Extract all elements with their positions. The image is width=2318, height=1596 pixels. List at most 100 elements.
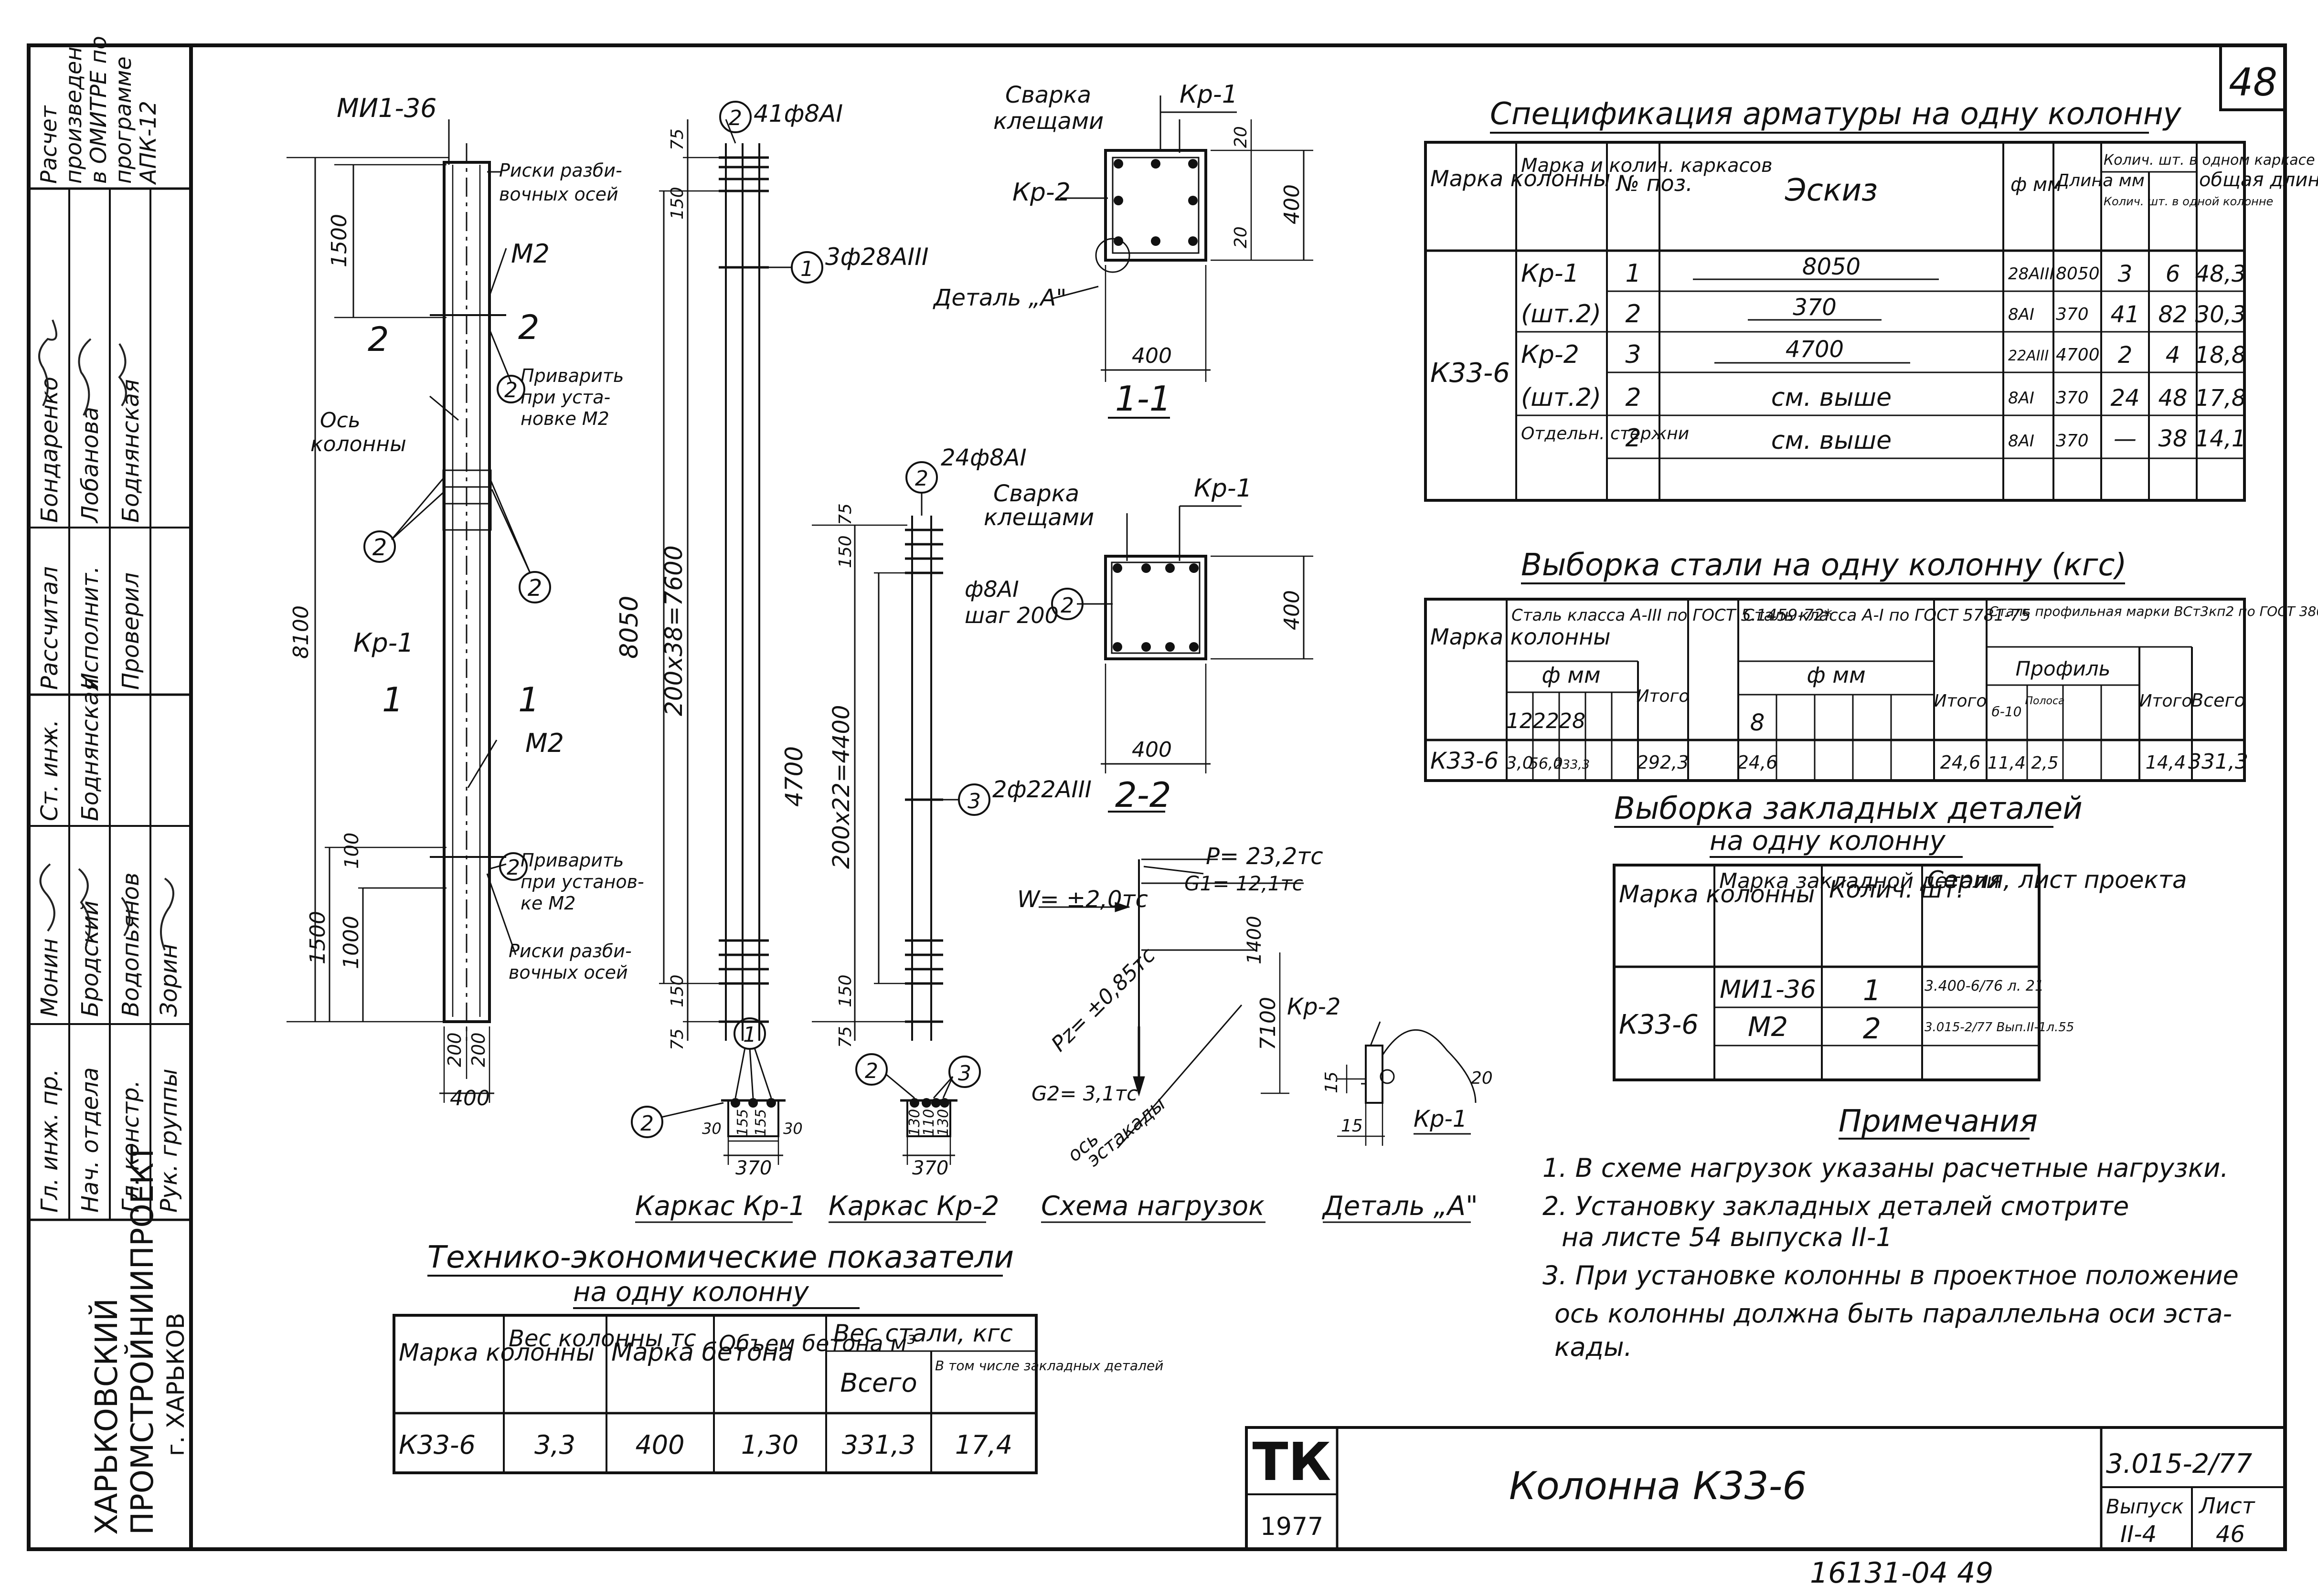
svg-text:24,6: 24,6: [1940, 752, 1981, 773]
svg-text:Длина мм: Длина мм: [2055, 171, 2145, 190]
svg-text:Марка бетона: Марка бетона: [611, 1338, 794, 1367]
svg-text:1400: 1400: [1244, 916, 1265, 964]
svg-text:Деталь „А": Деталь „А": [1321, 1191, 1478, 1222]
svg-text:на одну колонну: на одну колонну: [573, 1277, 809, 1308]
svg-text:155: 155: [734, 1109, 751, 1136]
svg-text:200: 200: [468, 1032, 489, 1067]
svg-text:М2: М2: [511, 239, 550, 269]
svg-text:Бродский: Бродский: [77, 900, 104, 1017]
svg-text:2: 2: [504, 378, 518, 402]
svg-text:Приварить: Приварить: [521, 365, 624, 386]
svg-text:150: 150: [668, 974, 687, 1007]
svg-text:100: 100: [341, 833, 363, 869]
svg-text:Серия, лист проекта: Серия, лист проекта: [1927, 866, 2187, 894]
svg-text:Всего: Всего: [2191, 690, 2245, 711]
svg-text:20: 20: [1231, 226, 1251, 248]
svg-text:4700: 4700: [2056, 345, 2100, 365]
svg-text:ось колонны должна быть паралл: ось колонны должна быть параллельна оси …: [1554, 1299, 2232, 1329]
signature-block-chief: Гл. инж. пр. Монин Нач. отдела Бродский …: [36, 677, 182, 1213]
archive-stamp: 16131-04 49: [1810, 1556, 1993, 1590]
svg-text:8АI: 8АI: [2008, 432, 2034, 451]
svg-text:8АI: 8АI: [2008, 389, 2034, 408]
svg-text:370: 370: [912, 1157, 948, 1179]
svg-text:Бондаренко: Бондаренко: [36, 377, 63, 523]
svg-text:—: —: [2114, 425, 2137, 452]
calculation-note: Расчет произведен в ОМИТРЕ по программе …: [36, 36, 161, 185]
svg-text:2: 2: [640, 1111, 654, 1136]
svg-text:30,3: 30,3: [2195, 301, 2246, 328]
svg-text:клещами: клещами: [984, 504, 1094, 531]
svg-text:Ст. инж.: Ст. инж.: [36, 719, 63, 821]
svg-text:МИ1-36: МИ1-36: [337, 93, 437, 123]
svg-text:400: 400: [1280, 590, 1304, 630]
svg-text:(шт.2): (шт.2): [1521, 383, 1601, 412]
svg-text:ф8АI: ф8АI: [965, 576, 1019, 602]
svg-text:Лист: Лист: [2198, 1493, 2255, 1519]
svg-text:1-1: 1-1: [1115, 379, 1171, 419]
svg-text:Кр-2: Кр-2: [1287, 994, 1340, 1020]
svg-text:4700: 4700: [780, 746, 808, 807]
svg-text:Кр-1: Кр-1: [1521, 259, 1579, 288]
svg-text:Рук. группы: Рук. группы: [156, 1068, 182, 1213]
svg-text:110: 110: [921, 1109, 937, 1136]
callout-bubbles-column: 2 2 2 2: [363, 375, 551, 881]
svg-text:48,3: 48,3: [2195, 261, 2246, 287]
svg-text:Боднянская: Боднянская: [117, 379, 144, 523]
svg-text:Марка колонны: Марка колонны: [1430, 166, 1611, 191]
svg-text:Колич. шт. в одном каркасе: Колич. шт. в одном каркасе: [2104, 152, 2315, 169]
svg-text:2: 2: [1061, 593, 1074, 618]
svg-text:Рассчитал: Рассчитал: [36, 566, 63, 690]
svg-text:на листе 54 выпуска II-1: на листе 54 выпуска II-1: [1562, 1222, 1893, 1252]
drawing-title: Колонна К33-6: [1509, 1464, 1807, 1508]
svg-text:8АI: 8АI: [2008, 305, 2034, 324]
spec-table: Спецификация арматуры на одну колонну Ма…: [1424, 96, 2318, 502]
svg-text:новке М2: новке М2: [521, 408, 609, 429]
svg-text:28АIII: 28АIII: [2008, 264, 2054, 284]
svg-text:30: 30: [702, 1120, 722, 1138]
sheet-number-box: 48: [2219, 45, 2285, 111]
svg-text:Кр-1: Кр-1: [1414, 1106, 1467, 1132]
svg-text:Схема нагрузок: Схема нагрузок: [1041, 1191, 1265, 1222]
svg-text:Всего: Всего: [840, 1368, 917, 1398]
svg-text:38: 38: [2158, 425, 2187, 452]
svg-text:общая длина м: общая длина м: [2199, 169, 2318, 191]
svg-text:Отдельн. стержни: Отдельн. стержни: [1521, 424, 1689, 444]
svg-text:22: 22: [1532, 709, 1559, 733]
svg-text:1500: 1500: [327, 214, 351, 267]
svg-text:Лобанова: Лобанова: [77, 407, 104, 524]
svg-text:Каркас Кр-2: Каркас Кр-2: [829, 1191, 1000, 1222]
svg-text:P= 23,2тс: P= 23,2тс: [1206, 843, 1323, 870]
svg-text:1: 1: [1625, 259, 1641, 288]
svg-text:2: 2: [1625, 424, 1641, 453]
svg-text:1: 1: [382, 680, 404, 719]
svg-text:6: 6: [2166, 261, 2180, 287]
svg-text:вочных осей: вочных осей: [509, 962, 628, 983]
svg-text:1: 1: [518, 680, 540, 719]
svg-text:Профиль: Профиль: [2016, 657, 2111, 680]
svg-text:15: 15: [1341, 1116, 1363, 1136]
cage-kp1-section-labels: 1 2 30 155 155 30 370 Каркас Кр-1: [631, 1017, 806, 1223]
svg-text:Сталь профильная марки ВСт3кп2: Сталь профильная марки ВСт3кп2 по ГОСТ 3…: [1989, 603, 2318, 619]
svg-text:Примечания: Примечания: [1839, 1104, 2038, 1139]
svg-text:2: 2: [528, 575, 542, 602]
svg-text:Выпуск: Выпуск: [2106, 1495, 2184, 1518]
svg-text:К33-6: К33-6: [1430, 748, 1499, 774]
svg-text:2,5: 2,5: [2031, 753, 2058, 773]
svg-text:2. Установку закладных деталей: 2. Установку закладных деталей смотрите: [1542, 1191, 2129, 1221]
svg-text:8050: 8050: [1802, 254, 1861, 280]
svg-text:Каркас Кр-1: Каркас Кр-1: [635, 1191, 806, 1222]
svg-text:Технико-экономические показате: Технико-экономические показатели: [427, 1240, 1014, 1275]
svg-text:1: 1: [1863, 974, 1881, 1007]
svg-text:2-2: 2-2: [1115, 775, 1171, 815]
svg-text:7100: 7100: [1256, 997, 1280, 1050]
svg-text:Кр-1: Кр-1: [1194, 474, 1252, 503]
svg-text:Риски разби-: Риски разби-: [499, 160, 622, 181]
detail-a-labels: Кр-2 Кр-1 20 15 15 Деталь „А": [1287, 994, 1493, 1223]
svg-text:ХАРЬКОВСКИЙ: ХАРЬКОВСКИЙ: [88, 1298, 125, 1535]
svg-text:18,8: 18,8: [2195, 342, 2246, 369]
svg-text:400: 400: [1280, 184, 1304, 224]
svg-text:1977: 1977: [1260, 1512, 1323, 1541]
svg-text:Итого: Итого: [1934, 691, 1987, 711]
svg-text:W= ±2,0тс: W= ±2,0тс: [1017, 886, 1148, 913]
